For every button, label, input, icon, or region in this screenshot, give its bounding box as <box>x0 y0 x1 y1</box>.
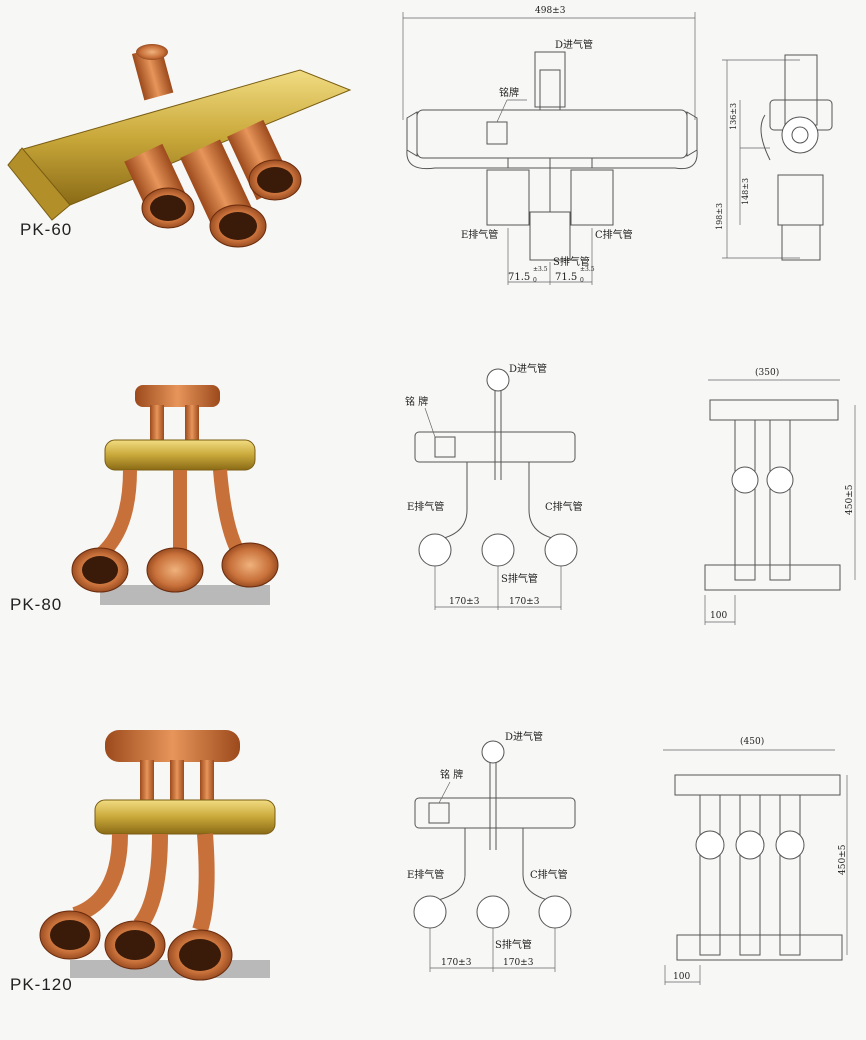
pk60-front-drawing: 498±3 D进气管 铭牌 E排气管 C排气管 S排气管 71.5 ±3.5 0… <box>402 6 698 285</box>
dim-c: 198±3 <box>715 203 724 230</box>
pk120-front-drawing: D进气管 铭 牌 E排气管 C排气管 S排气管 170±3 170±3 <box>407 730 576 972</box>
label-e-pipe: E排气管 <box>407 868 444 881</box>
model-row-pk120: PK-120 D进气管 铭 牌 E排气管 C排气管 S排气管 170±3 170… <box>0 690 866 1000</box>
dim-width: (350) <box>755 367 779 378</box>
label-c-pipe: C排气管 <box>545 500 583 513</box>
dim-right: 170±3 <box>503 958 534 968</box>
model-row-pk60: PK-60 498±3 D进气管 铭牌 E排气管 C排气管 S排气管 <box>0 0 866 320</box>
dim-left-sub: 0 <box>533 277 537 284</box>
dim-right-main: 71.5 <box>555 272 577 283</box>
label-c-pipe: C排气管 <box>530 868 568 881</box>
pk60-side-drawing: 136±3 148±3 198±3 <box>715 54 833 261</box>
label-nameplate: 铭牌 <box>499 86 519 99</box>
label-e-pipe: E排气管 <box>461 228 498 241</box>
dim-a: 136±3 <box>729 103 738 130</box>
pk60-valve-illustration <box>7 44 352 248</box>
dim-top: 498±3 <box>535 6 566 16</box>
model-row-pk80: PK-80 D进气管 铭 牌 E排气管 C排气管 S排气管 170±3 170±… <box>0 340 866 660</box>
label-c-pipe: C排气管 <box>595 228 633 241</box>
model-label: PK-60 <box>20 220 73 239</box>
dim-bottom: 100 <box>673 972 690 982</box>
label-s-pipe: S排气管 <box>553 255 590 268</box>
dim-height: 450±5 <box>838 844 848 875</box>
label-d-pipe: D进气管 <box>505 730 543 743</box>
label-s-pipe: S排气管 <box>501 572 538 585</box>
label-d-pipe: D进气管 <box>509 362 547 375</box>
dim-width: (450) <box>740 736 764 747</box>
label-d-pipe: D进气管 <box>555 38 593 51</box>
dim-right: 170±3 <box>509 597 540 607</box>
dim-right-sub: 0 <box>580 277 584 284</box>
pk120-valve-illustration <box>39 730 276 981</box>
label-e-pipe: E排气管 <box>407 500 444 513</box>
dim-height: 450±5 <box>845 484 855 515</box>
pk120-side-drawing: (450) 450±5 100 <box>663 736 848 985</box>
dim-left-tol: ±3.5 <box>533 266 548 273</box>
dim-left: 170±3 <box>441 958 472 968</box>
label-nameplate: 铭 牌 <box>440 768 463 781</box>
label-s-pipe: S排气管 <box>495 938 532 951</box>
dim-right-tol: ±3.5 <box>580 266 595 273</box>
dim-left-main: 71.5 <box>508 272 530 283</box>
label-nameplate: 铭 牌 <box>405 395 428 408</box>
model-label: PK-80 <box>10 595 63 614</box>
model-label: PK-120 <box>10 975 73 994</box>
pk80-valve-illustration <box>71 385 279 605</box>
dim-bottom: 100 <box>710 611 727 621</box>
dim-b: 148±3 <box>741 178 750 205</box>
dim-left: 170±3 <box>449 597 480 607</box>
pk80-side-drawing: (350) 450±5 100 <box>704 367 856 625</box>
pk80-front-drawing: D进气管 铭 牌 E排气管 C排气管 S排气管 170±3 170±3 <box>405 362 583 610</box>
